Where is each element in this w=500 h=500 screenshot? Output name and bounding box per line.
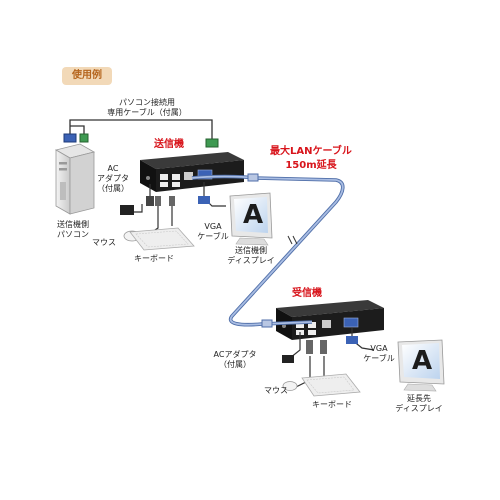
ac-adapter-icon [282, 355, 294, 363]
keyboard-tx-label: キーボード [134, 254, 174, 263]
mouse-icon [282, 381, 298, 391]
tx-pc-label: 送信機側 [57, 220, 89, 229]
receiver-label: 受信機 [292, 288, 322, 299]
vga-cable-tx-label: VGA [204, 222, 222, 231]
ac-adapter-rx-label-2: （付属） [219, 360, 251, 369]
rx-display-label-2: ディスプレイ [395, 404, 443, 413]
tx-display-label-2: ディスプレイ [227, 256, 275, 265]
mouse-tx-label: マウス [92, 238, 116, 247]
vga-connector-icon [198, 196, 210, 204]
monitor-icon [397, 339, 445, 392]
ac-adapter-tx-label: AC [107, 164, 119, 173]
tx-display-label: 送信機側 [235, 246, 267, 255]
keyboard-rx-label: キーボード [312, 400, 352, 409]
ps2-connector-icon [306, 340, 327, 354]
ac-adapter-tx-label-2: アダプタ [97, 174, 129, 183]
dedicated-cable [69, 119, 213, 140]
max-lan-label: 最大LANケーブル [270, 146, 352, 157]
keyboard-icon [129, 227, 195, 251]
rx-monitor-letter: A [411, 346, 433, 376]
vga-cable-tx-label-2: ケーブル [197, 232, 229, 241]
usage-example-badge: 使用例 [62, 67, 112, 85]
vga-cable-rx-label: VGA [370, 344, 388, 353]
ps2-connector-icon [79, 133, 219, 148]
pc-tower-icon [54, 143, 96, 215]
dedicated-cable-label: パソコン接続用 [119, 98, 175, 107]
keyboard-icon [301, 373, 361, 397]
dedicated-cable-label-2: 専用ケーブル（付属） [107, 108, 187, 117]
tx-pc-label-2: パソコン [57, 230, 89, 239]
tx-monitor-letter: A [242, 200, 264, 230]
ps2-connector-icon [155, 196, 175, 206]
vga-cable-rx-label-2: ケーブル [363, 354, 395, 363]
monitor-icon [229, 192, 273, 246]
max-lan-length-label: 150m延長 [285, 160, 337, 171]
ac-adapter-rx-label: ACアダプタ [213, 350, 257, 359]
ac-adapter-tx-label-3: （付属） [97, 184, 129, 193]
transmitter-label: 送信機 [154, 139, 184, 150]
mouse-rx-label: マウス [264, 386, 288, 395]
lan-cable-icon [191, 173, 345, 328]
receiver-box-icon [276, 300, 384, 340]
rx-display-label: 延長先 [407, 394, 431, 403]
vga-connector-icon [63, 133, 77, 143]
transmitter-box-icon [140, 152, 244, 192]
ac-adapter-icon [120, 196, 154, 215]
vga-connector-icon [346, 336, 358, 344]
